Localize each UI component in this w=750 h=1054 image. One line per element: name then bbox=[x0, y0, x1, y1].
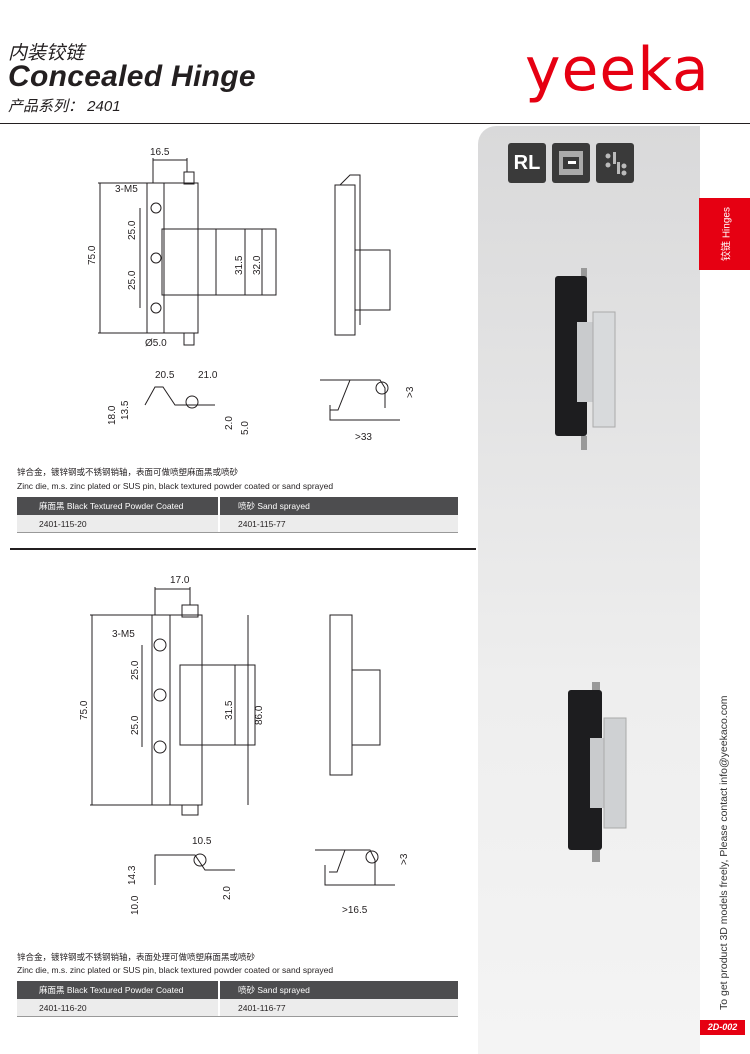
svg-text:3-M5: 3-M5 bbox=[115, 184, 138, 195]
technical-drawing-2401-115: 16.5 3-M5 75.0 25.0 25.0 31.5 32.0 Ø5.0 … bbox=[87, 147, 416, 443]
section-divider bbox=[10, 548, 476, 550]
svg-text:10.5: 10.5 bbox=[192, 836, 212, 847]
svg-text:21.0: 21.0 bbox=[198, 370, 218, 381]
pin-hinge-icon bbox=[596, 143, 634, 183]
svg-text:>16.5: >16.5 bbox=[342, 905, 368, 916]
side-panel bbox=[478, 126, 700, 1054]
svg-text:75.0: 75.0 bbox=[87, 245, 98, 265]
svg-text:31.5: 31.5 bbox=[234, 255, 245, 275]
svg-text:25.0: 25.0 bbox=[130, 660, 141, 680]
category-tab-hinges[interactable]: 铰链 Hinges bbox=[699, 198, 750, 270]
svg-text:3-M5: 3-M5 bbox=[112, 629, 135, 640]
svg-text:25.0: 25.0 bbox=[127, 270, 138, 290]
svg-text:25.0: 25.0 bbox=[127, 220, 138, 240]
svg-text:75.0: 75.0 bbox=[79, 700, 90, 720]
material-desc-cn: 锌合金，镀锌钢或不锈钢销轴，表面处理可做喷塑麻面黑或喷砂 bbox=[17, 952, 256, 962]
product-photo-2401-116 bbox=[568, 682, 627, 862]
svg-text:>3: >3 bbox=[399, 853, 410, 865]
rl-icon: RL bbox=[508, 143, 546, 183]
svg-text:86.0: 86.0 bbox=[254, 705, 265, 725]
title-cn: 内装铰链 bbox=[8, 43, 85, 64]
svg-text:13.5: 13.5 bbox=[120, 400, 131, 420]
svg-text:>3: >3 bbox=[405, 386, 416, 398]
svg-text:5.0: 5.0 bbox=[240, 421, 251, 435]
svg-text:10.0: 10.0 bbox=[130, 895, 141, 915]
material-desc-cn: 锌合金，镀锌钢或不锈钢销轴，表面可做喷塑麻面黑或喷砂 bbox=[17, 467, 239, 477]
concealed-mount-icon bbox=[552, 143, 590, 183]
svg-text:17.0: 17.0 bbox=[170, 575, 190, 586]
material-desc-en: Zinc die, m.s. zinc plated or SUS pin, b… bbox=[17, 481, 334, 491]
svg-text:25.0: 25.0 bbox=[130, 715, 141, 735]
technical-drawing-2401-116: 17.0 3-M5 75.0 25.0 25.0 31.5 86.0 10.5 … bbox=[79, 575, 410, 916]
svg-text:32.0: 32.0 bbox=[252, 255, 263, 275]
svg-text:2.0: 2.0 bbox=[224, 416, 235, 430]
svg-text:20.5: 20.5 bbox=[155, 370, 175, 381]
brand-logo: yeeka bbox=[525, 35, 710, 105]
material-desc-en: Zinc die, m.s. zinc plated or SUS pin, b… bbox=[17, 965, 334, 975]
svg-text:16.5: 16.5 bbox=[150, 147, 170, 158]
svg-text:Ø5.0: Ø5.0 bbox=[145, 338, 167, 349]
svg-text:2.0: 2.0 bbox=[222, 886, 233, 900]
svg-text:>33: >33 bbox=[355, 432, 372, 443]
contact-note: To get product 3D models freely, Please … bbox=[718, 695, 730, 1010]
feature-icons: RL bbox=[508, 143, 634, 183]
series-label: 产品系列： 2401 bbox=[8, 98, 121, 115]
header-divider bbox=[0, 123, 750, 124]
svg-text:18.0: 18.0 bbox=[107, 405, 118, 425]
svg-text:31.5: 31.5 bbox=[224, 700, 235, 720]
page-code: 2D-002 bbox=[700, 1020, 745, 1035]
page-title: Concealed Hinge bbox=[8, 60, 256, 93]
svg-text:14.3: 14.3 bbox=[127, 865, 138, 885]
product-photo-2401-115 bbox=[555, 268, 616, 450]
